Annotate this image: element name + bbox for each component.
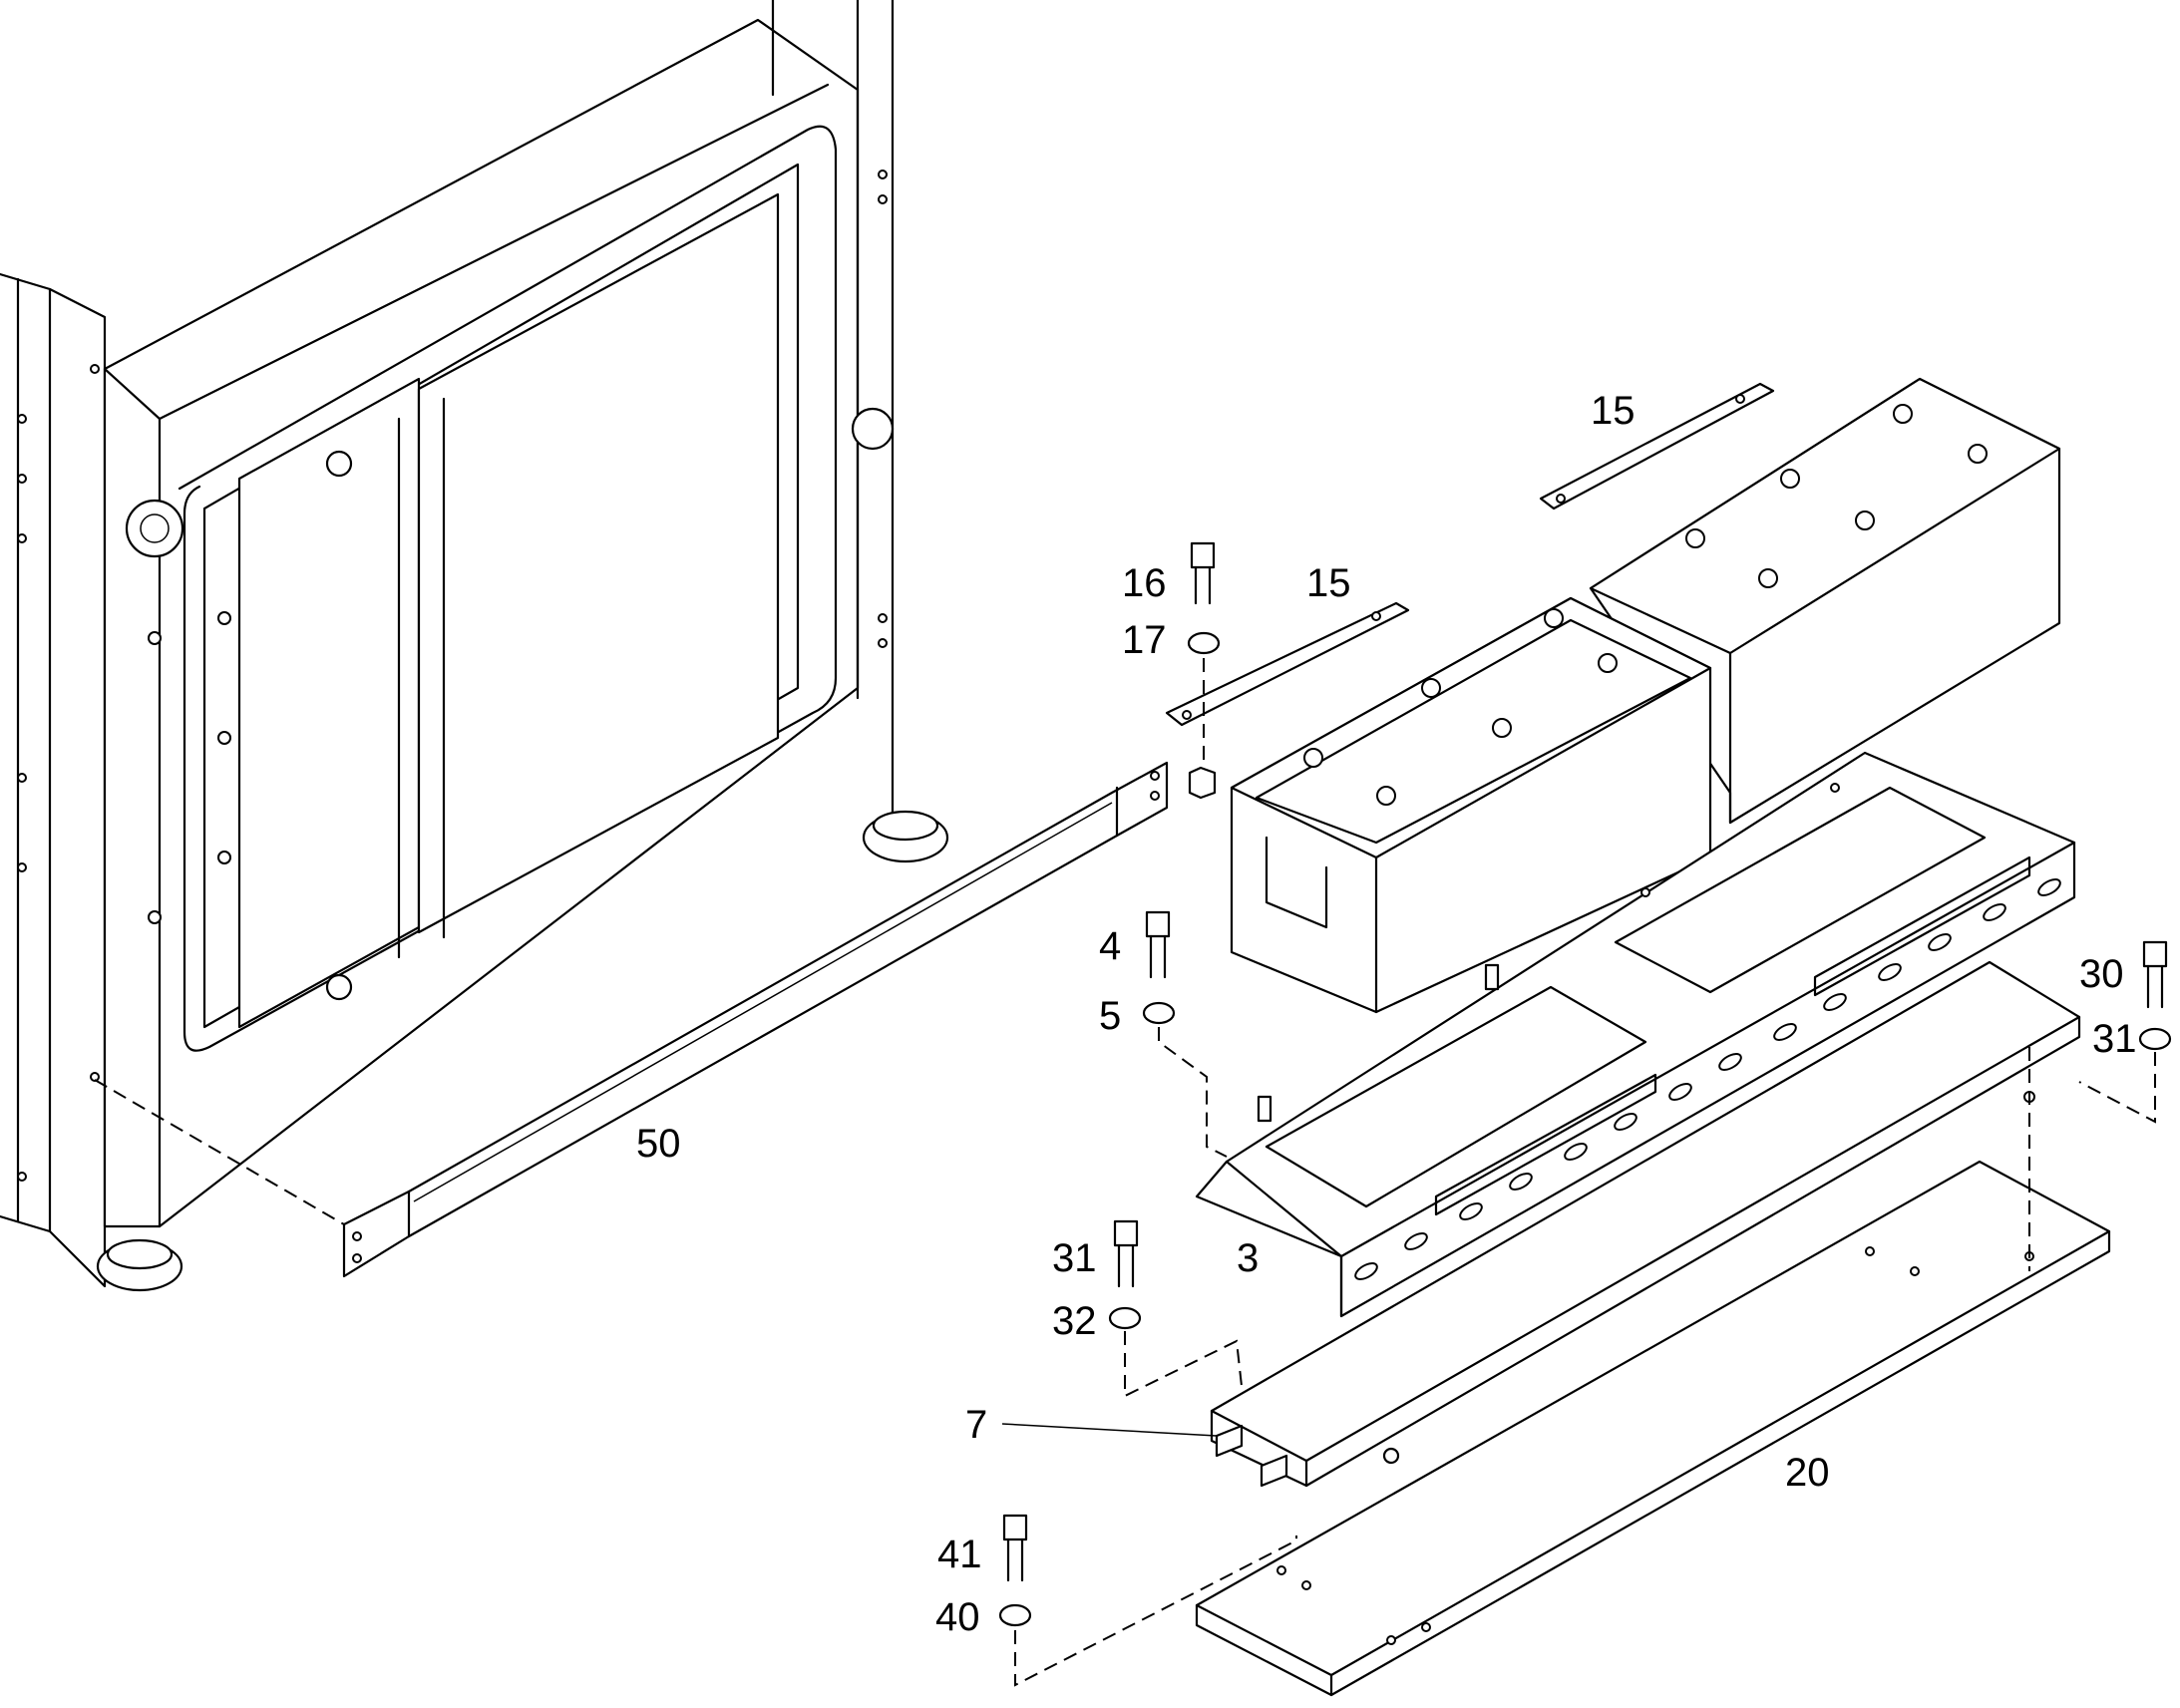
label-part-4: 4: [1099, 924, 1121, 968]
label-part-3: 3: [1237, 1236, 1259, 1280]
label-part-17: 17: [1122, 618, 1167, 662]
label-part-16: 16: [1122, 561, 1167, 605]
strap-bar: [342, 761, 1169, 1278]
hold-down-clamp-rear: [1539, 382, 1775, 511]
label-part-31-left: 31: [1052, 1236, 1097, 1280]
label-part-30: 30: [2079, 952, 2124, 996]
label-part-40: 40: [935, 1595, 980, 1639]
leader-50: [94, 1079, 345, 1225]
radiator-assembly: [0, 0, 949, 1292]
washer-17: [1187, 631, 1221, 655]
label-part-15-rear: 15: [1591, 389, 1635, 433]
battery-tray: [1195, 751, 2076, 1318]
label-part-32: 32: [1052, 1299, 1097, 1343]
label-part-15-front: 15: [1306, 561, 1351, 605]
bolt-31: [1113, 1219, 1139, 1288]
washer-5: [1142, 1001, 1176, 1025]
leader-bolt-30: [2078, 1052, 2156, 1124]
leader-bolt-41: [1014, 1536, 1297, 1687]
leader-part-7: [1001, 1423, 1218, 1437]
label-part-31-right: 31: [2092, 1017, 2137, 1061]
base-plate-lower: [1195, 1160, 2111, 1697]
nut-17: [1188, 766, 1217, 800]
label-part-5: 5: [1099, 994, 1121, 1038]
base-plate-upper: [1210, 960, 2081, 1488]
washer-31-right: [2138, 1027, 2172, 1051]
washer-40: [998, 1603, 1032, 1627]
bolt-16: [1190, 541, 1216, 605]
batteries: [1230, 377, 2061, 1014]
label-part-50: 50: [636, 1122, 681, 1166]
leader-bolt-4: [1158, 1027, 1228, 1158]
bolt-4: [1145, 910, 1171, 979]
washer-32: [1108, 1306, 1142, 1330]
label-part-7: 7: [965, 1403, 987, 1447]
hold-down-clamp-front: [1165, 601, 1410, 727]
label-part-20: 20: [1785, 1451, 1830, 1495]
label-part-41: 41: [937, 1533, 982, 1576]
bolt-41: [1002, 1514, 1028, 1582]
leader-bolt-31: [1124, 1331, 1243, 1398]
bolt-30: [2142, 940, 2168, 1009]
